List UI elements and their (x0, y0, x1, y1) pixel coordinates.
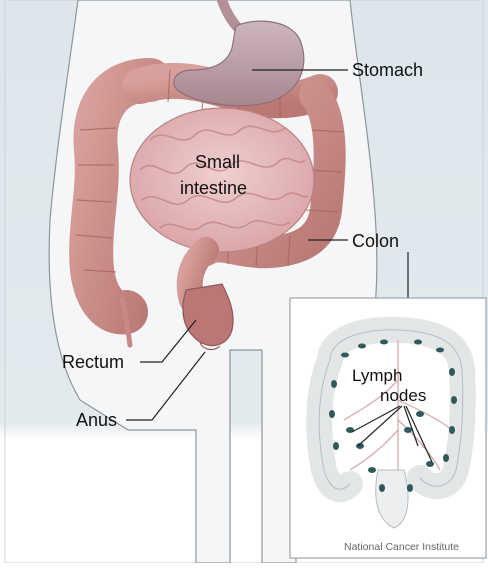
label-small-intestine-line2: intestine (180, 178, 247, 198)
label-colon: Colon (352, 231, 399, 251)
inset-label-lymph: Lymph (352, 366, 402, 385)
label-small-intestine-line1: Small (195, 152, 240, 172)
label-rectum: Rectum (62, 352, 124, 372)
label-stomach: Stomach (352, 60, 423, 80)
label-anus: Anus (76, 410, 117, 430)
inset-label-nodes: nodes (380, 386, 426, 405)
lymph-inset (290, 298, 486, 558)
credit-text: National Cancer Institute (344, 541, 459, 553)
